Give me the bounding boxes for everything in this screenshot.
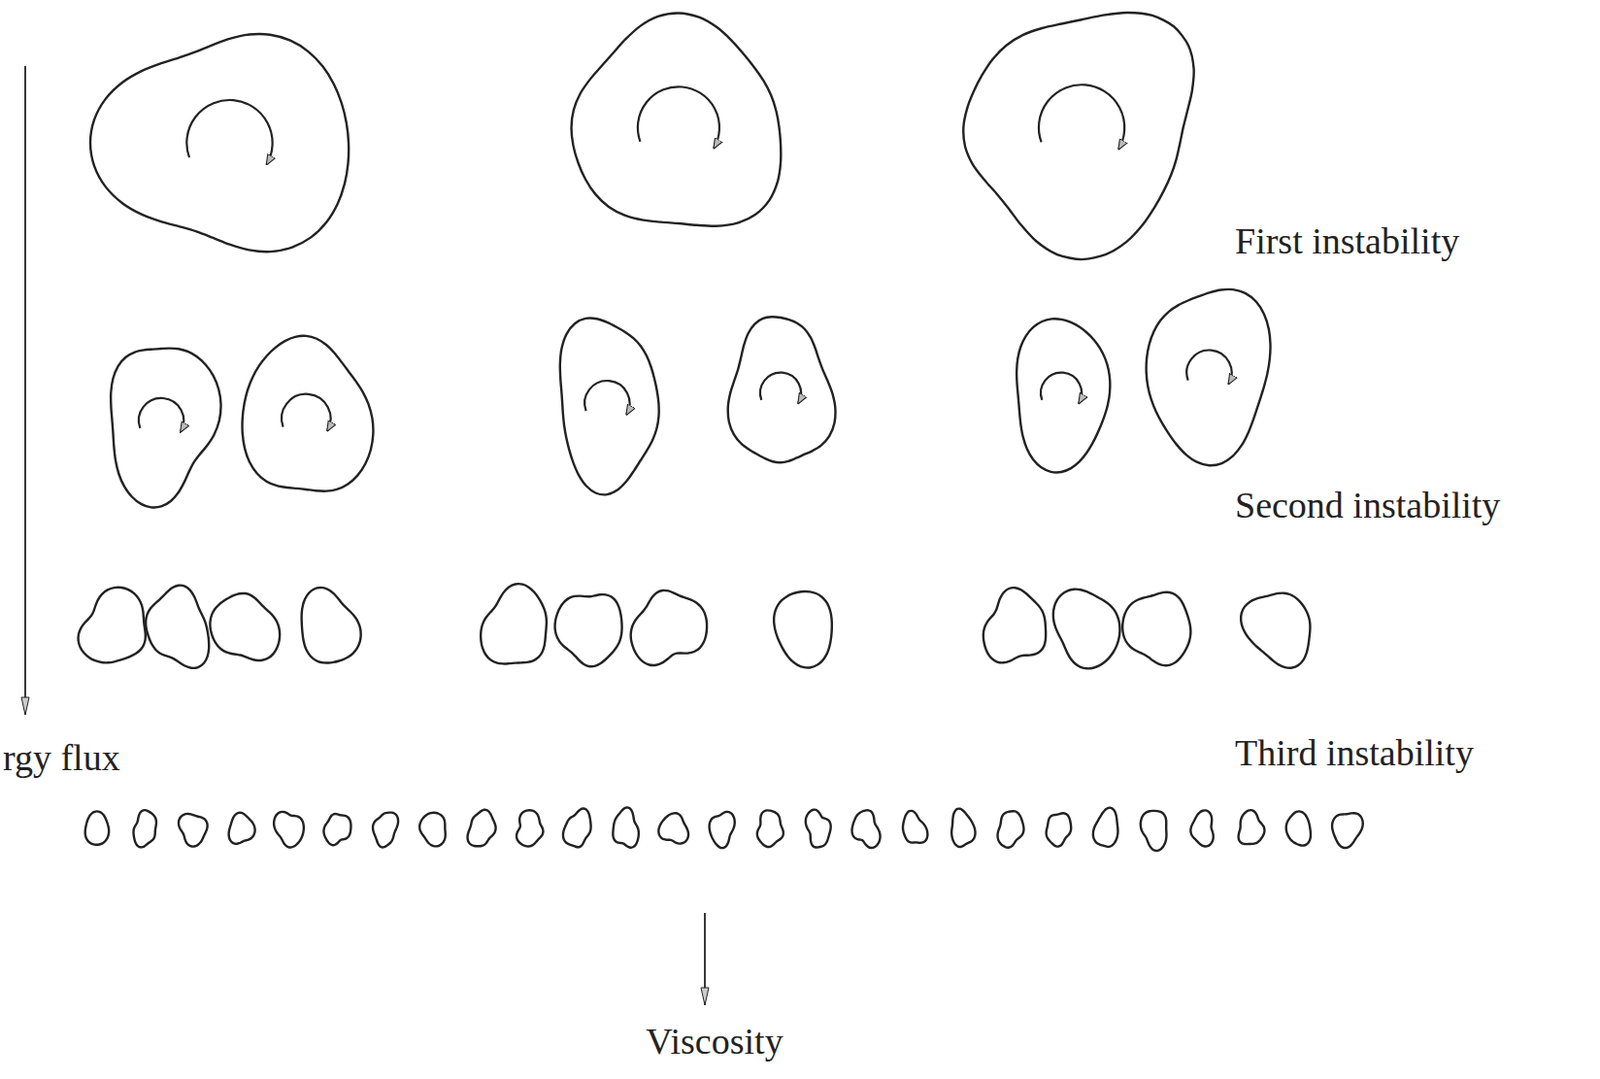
sink-label: Viscosity xyxy=(645,1021,783,1063)
eddy-outline xyxy=(555,594,623,667)
eddy-outline xyxy=(273,811,304,848)
eddy-outline xyxy=(757,809,784,847)
eddy-outline xyxy=(1053,589,1121,669)
eddy-outline xyxy=(1146,289,1271,466)
eddy-outline xyxy=(902,810,928,843)
eddy-outline xyxy=(1332,812,1364,848)
eddy-outline xyxy=(178,813,208,847)
eddy-outline xyxy=(209,593,280,661)
eddy-outline xyxy=(85,810,109,844)
eddy-outline xyxy=(372,812,399,848)
eddy-outline xyxy=(1046,812,1072,846)
eddy-outline xyxy=(467,809,497,846)
eddy-outline xyxy=(1093,807,1119,847)
eddy-outline xyxy=(1016,318,1110,472)
eddy-outline xyxy=(229,812,256,844)
stage-label: First instability xyxy=(1234,221,1460,263)
rotation-arrow xyxy=(1186,349,1232,384)
rotation-arrow xyxy=(138,398,184,433)
eddy-outline xyxy=(1238,809,1266,844)
rotation-arrow xyxy=(281,394,331,432)
eddy-outline xyxy=(658,812,689,843)
eddy-outline xyxy=(1286,810,1311,845)
eddy-outline xyxy=(78,587,146,663)
eddy-outline xyxy=(631,590,707,666)
axis-label: rgy flux xyxy=(2,737,121,779)
eddy-outline xyxy=(323,813,351,845)
energy-flux-arrow xyxy=(24,66,27,715)
stage-label: Second instability xyxy=(1234,485,1500,527)
rotation-arrow xyxy=(1040,372,1082,404)
eddy-outline xyxy=(560,318,660,496)
eddy-outline xyxy=(90,33,349,252)
eddy-outline xyxy=(110,348,221,508)
eddy-outline xyxy=(301,587,362,664)
eddy-outline xyxy=(1240,593,1310,668)
eddy-outline xyxy=(571,12,782,226)
stage-label: Third instability xyxy=(1234,733,1474,774)
rotation-arrow xyxy=(637,86,720,148)
eddy-outline xyxy=(963,12,1194,260)
eddy-outline xyxy=(728,316,836,463)
rotation-arrow xyxy=(584,380,630,415)
eddy-outline xyxy=(852,809,881,848)
eddy-outline xyxy=(1122,592,1191,666)
eddy-outline xyxy=(805,809,832,848)
eddy-outline xyxy=(516,809,543,846)
eddy-outline xyxy=(773,591,833,667)
eddy-outline xyxy=(133,809,157,847)
eddy-outline xyxy=(145,585,209,668)
eddy-outline xyxy=(998,810,1025,847)
eddy-outline xyxy=(1190,809,1213,846)
eddy-outline xyxy=(709,811,735,848)
eddy-outline xyxy=(242,335,374,492)
rotation-arrow xyxy=(186,100,272,165)
eddy-outline xyxy=(480,583,547,664)
eddy-outline xyxy=(612,807,638,848)
eddy-outline xyxy=(419,812,446,847)
eddy-outline xyxy=(983,587,1046,663)
eddy-outline xyxy=(1140,810,1167,851)
eddy-outline xyxy=(951,808,975,847)
rotation-arrow xyxy=(760,372,801,404)
rotation-arrow xyxy=(1038,84,1125,149)
viscosity-arrow xyxy=(703,912,706,1005)
eddy-outline xyxy=(563,808,592,848)
